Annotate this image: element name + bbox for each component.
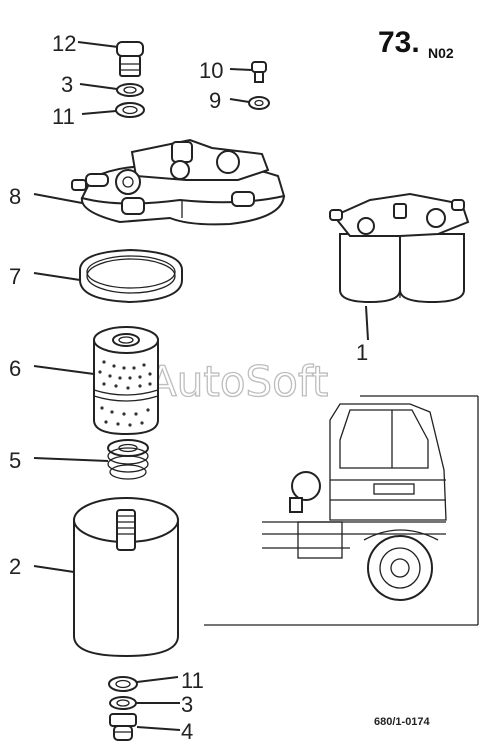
callout-7: 7	[9, 264, 21, 289]
drawing-code: 680/1-0174	[374, 716, 431, 728]
part-6-filter-element	[93, 326, 159, 436]
leader-4	[136, 726, 181, 731]
part-5-spring	[107, 439, 149, 480]
callout-11-bottom: 11	[181, 668, 204, 693]
part-9-washer	[248, 96, 270, 110]
page-number: 73.	[378, 26, 420, 59]
truck-location-inset	[204, 395, 479, 626]
part-8-filter-head	[71, 138, 286, 226]
part-10-screw	[251, 61, 267, 83]
leader-8	[33, 193, 83, 204]
part-2-filter-bowl	[73, 497, 179, 658]
part-12-bleed-screw	[116, 41, 144, 77]
callout-10: 10	[199, 58, 223, 83]
callout-5: 5	[9, 448, 21, 473]
callout-6: 6	[9, 356, 21, 381]
leader-5	[33, 457, 109, 462]
leader-1	[365, 305, 369, 341]
part-1-filter-assembly	[329, 192, 470, 304]
callout-9: 9	[209, 88, 221, 113]
filter-perforations	[98, 360, 152, 427]
callout-4: 4	[181, 719, 193, 744]
part-11-seal-ring-top	[115, 102, 145, 118]
callout-8: 8	[9, 184, 21, 209]
leader-10	[229, 68, 253, 71]
part-4-drain-plug	[109, 713, 137, 741]
leader-3-top	[79, 83, 118, 90]
leader-6	[33, 365, 95, 375]
callout-12: 12	[52, 31, 76, 56]
callout-2: 2	[9, 554, 21, 579]
part-3-washer-top	[116, 83, 144, 97]
leader-12	[77, 41, 119, 48]
page-suffix: N02	[428, 45, 454, 61]
callout-3-top: 3	[61, 72, 73, 97]
leader-11-top	[81, 110, 117, 115]
part-11-seal-ring-bottom	[108, 676, 138, 692]
leader-11-bottom	[136, 676, 179, 683]
truck-cab	[262, 403, 447, 601]
leader-2	[33, 565, 75, 573]
leader-9	[229, 98, 250, 103]
part-7-sealing-ring	[79, 248, 183, 304]
leader-7	[33, 272, 81, 281]
callout-1: 1	[356, 340, 368, 365]
part-3-washer-bottom	[109, 696, 137, 710]
watermark: AutoSoft	[148, 357, 328, 406]
callout-11-top: 11	[52, 104, 75, 129]
callout-3-bottom: 3	[181, 692, 193, 717]
